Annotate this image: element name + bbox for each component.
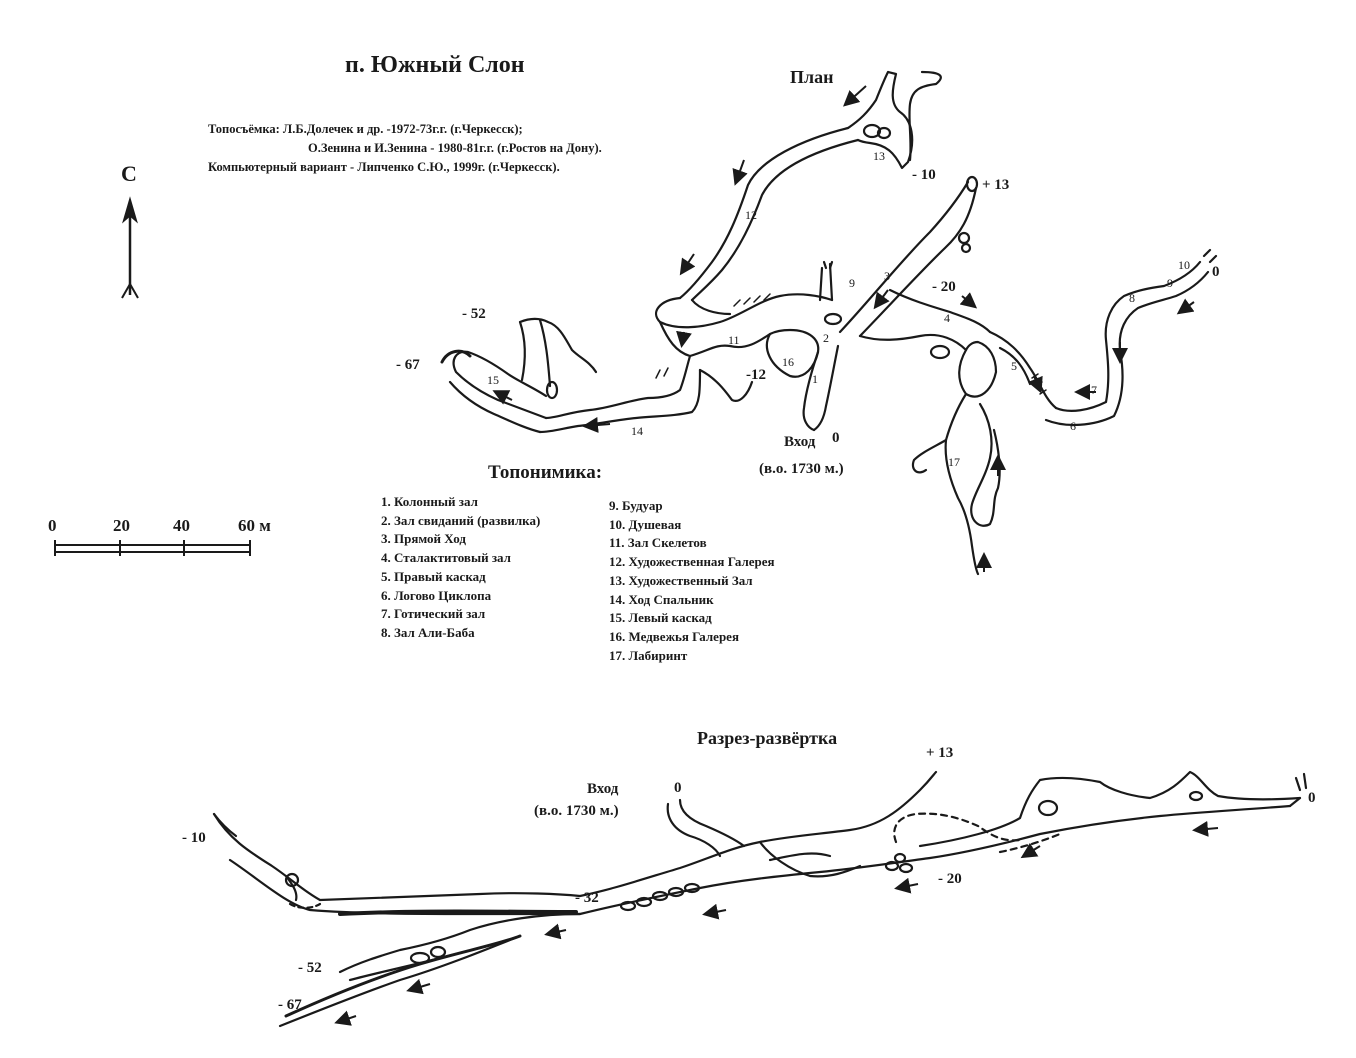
legend-item: 11. Зал Скелетов	[609, 535, 707, 551]
north-arrow-icon	[121, 196, 139, 299]
legend-item: 13. Художественный Зал	[609, 572, 753, 588]
legend-item: 14. Ход Спальник	[609, 591, 714, 607]
legend-item: 8. Зал Али-Баба	[381, 624, 475, 640]
legend-item: 3. Прямой Ход	[381, 531, 466, 547]
plan-depth-label: + 13	[982, 177, 1010, 193]
plan-point-number: 1	[812, 372, 818, 386]
plan-point-number: 4	[944, 311, 950, 325]
section-depth-label: - 20	[938, 871, 962, 887]
section-depth-label: - 67	[278, 997, 302, 1013]
plan-depth-label: - 20	[932, 279, 956, 295]
plan-point-number: 9	[849, 276, 855, 290]
plan-point-number: 12	[745, 208, 757, 222]
legend-item: 15. Левый каскад	[609, 610, 712, 626]
section-depth-label: - 52	[298, 960, 322, 976]
legend-item: 16. Медвежья Галерея	[609, 628, 739, 644]
plan-point-number: 14	[631, 424, 643, 438]
cave-plan	[440, 70, 1218, 576]
plan-depth-label: -12	[746, 367, 766, 383]
plan-point-number: 7	[1091, 383, 1097, 397]
legend-item: 10. Душевая	[609, 516, 682, 532]
legend-item: 7. Готический зал	[381, 606, 486, 622]
section-depth-label: + 13	[926, 745, 954, 761]
legend-item: 1. Колонный зал	[381, 494, 478, 509]
legend-item: 5. Правый каскад	[381, 568, 486, 584]
plan-point-number: 11	[728, 333, 740, 347]
section-entrance-depth: 0	[674, 780, 682, 796]
legend-item: 17. Лабиринт	[609, 647, 688, 663]
plan-depth-label: 0	[1212, 264, 1220, 280]
plan-entrance-elevation: (в.о. 1730 м.)	[759, 461, 844, 477]
plan-point-number: 2	[823, 331, 829, 345]
legend-item: 4. Сталактитовый зал	[381, 550, 511, 566]
toponymy-list-right: 9. Будуар 10. Душевая 11. Зал Скелетов 1…	[609, 497, 775, 665]
plan-point-number: 3	[884, 269, 890, 283]
legend-item: 9. Будуар	[609, 498, 663, 513]
scale-tick-40: 40	[173, 516, 190, 535]
plan-point-number: 10	[1178, 258, 1190, 272]
toponymy-list-left: 1. Колонный зал 2. Зал свиданий (развилк…	[381, 493, 540, 643]
scale-bar	[54, 540, 251, 556]
legend-item: 6. Логово Циклопа	[381, 587, 492, 603]
plan-point-number: 15	[487, 373, 499, 387]
plan-depth-label: - 67	[396, 357, 420, 373]
map-title: п. Южный Слон	[345, 52, 525, 78]
section-title: Разрез-развёртка	[697, 728, 838, 748]
credit-line-2: О.Зенина и И.Зенина - 1980-81г.г. (г.Рос…	[308, 141, 602, 155]
section-flow-arrows	[334, 820, 1219, 1026]
plan-depth-label: - 52	[462, 306, 486, 322]
section-depth-label: 0	[1308, 790, 1316, 806]
plan-point-number: 13	[873, 149, 885, 163]
plan-point-number: 8	[1129, 291, 1135, 305]
scale-tick-0: 0	[48, 516, 57, 535]
credit-line-3: Компьютерный вариант - Липченко С.Ю., 19…	[208, 160, 560, 174]
section-entrance-elevation: (в.о. 1730 м.)	[534, 803, 619, 819]
plan-point-number: 17	[948, 455, 960, 469]
plan-point-number: 5	[1011, 359, 1017, 373]
section-depth-label: - 10	[182, 830, 206, 846]
plan-title: План	[790, 67, 834, 87]
legend-item: 2. Зал свиданий (развилка)	[381, 512, 541, 528]
north-label: С	[121, 161, 137, 186]
plan-flow-arrows	[492, 85, 1195, 572]
scale-tick-20: 20	[113, 516, 130, 535]
plan-point-number: 16	[782, 355, 794, 369]
toponymy-title: Топонимика:	[488, 462, 603, 483]
plan-depth-label: - 10	[912, 167, 936, 183]
credit-line-1: Топосъёмка: Л.Б.Долечек и др. -1972-73г.…	[208, 122, 523, 136]
scale-tick-60: 60 м	[238, 516, 271, 535]
legend-item: 12. Художественная Галерея	[609, 554, 775, 570]
section-entrance-label: Вход	[587, 781, 619, 797]
cave-section	[212, 770, 1308, 1028]
plan-entrance-depth: 0	[832, 430, 840, 446]
plan-entrance-label: Вход	[784, 434, 816, 450]
